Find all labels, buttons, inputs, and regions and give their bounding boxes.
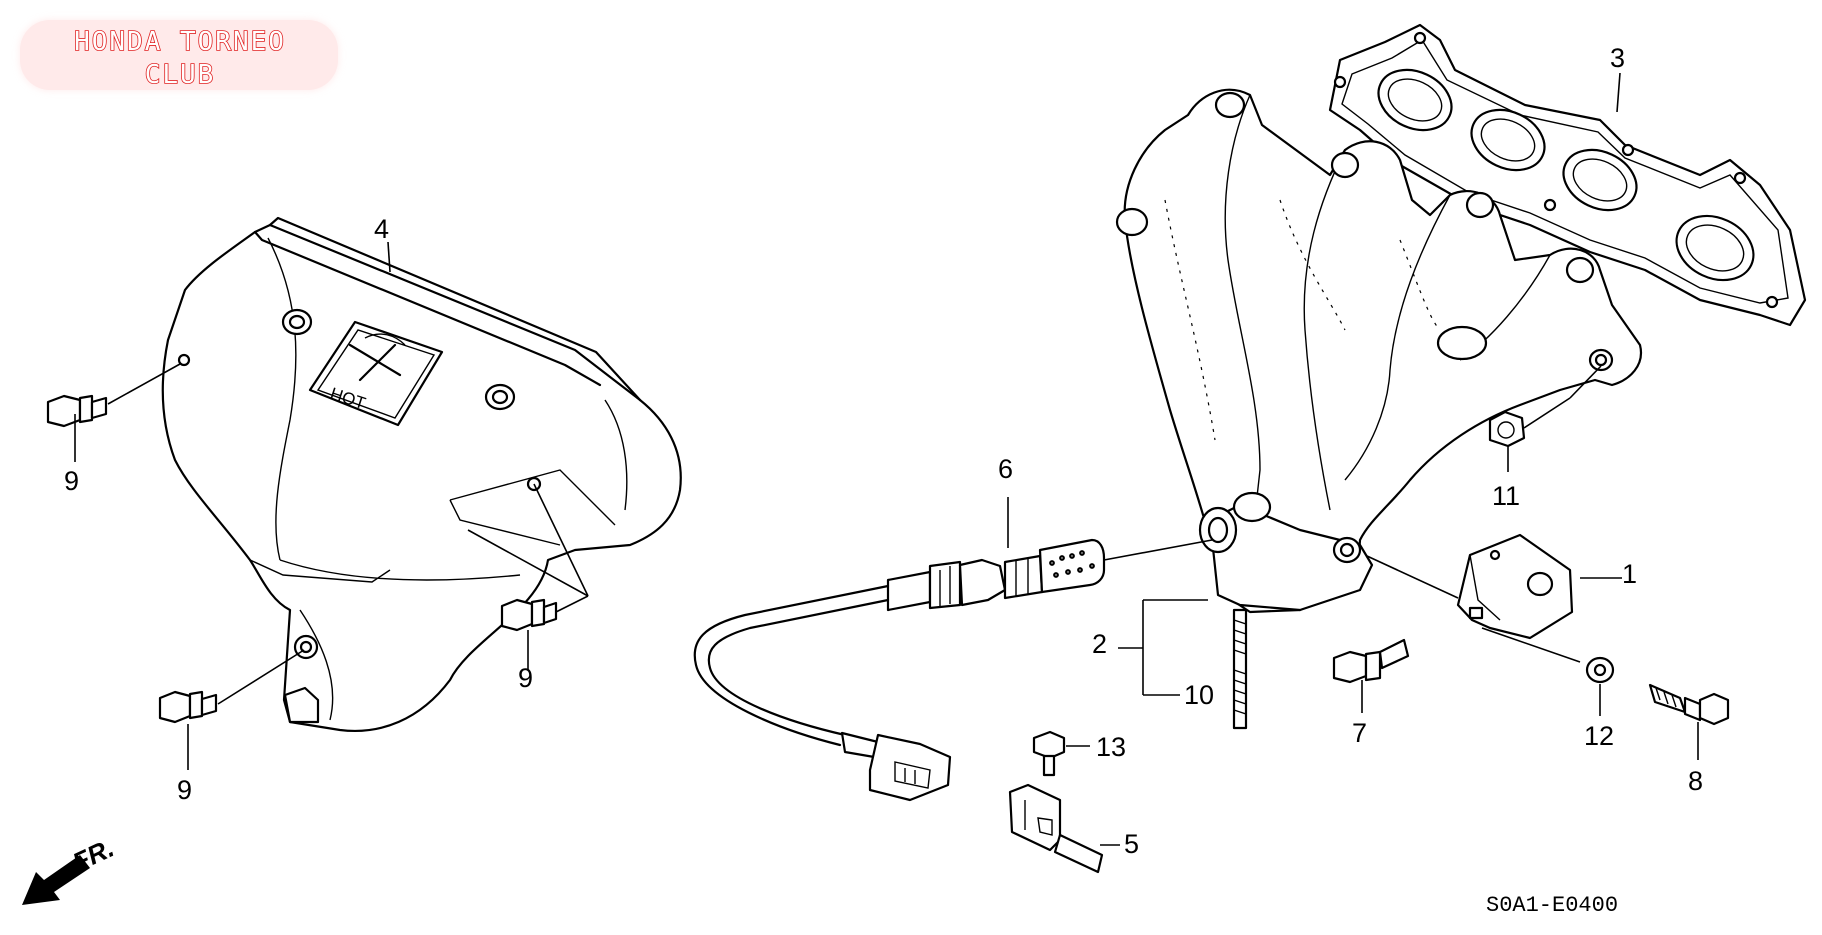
flange-bolt-7[interactable] <box>1332 638 1410 684</box>
flange-bolt-9a[interactable] <box>46 394 108 428</box>
bolt-13[interactable] <box>1032 730 1066 777</box>
callout-13[interactable]: 13 <box>1096 732 1126 762</box>
callout-5[interactable]: 5 <box>1124 829 1139 859</box>
callout-4[interactable]: 4 <box>374 214 389 244</box>
callout-2[interactable]: 2 <box>1092 629 1107 659</box>
bracket-5[interactable] <box>1008 783 1104 874</box>
callout-3[interactable]: 3 <box>1610 43 1625 73</box>
callout-7[interactable]: 7 <box>1352 718 1367 748</box>
self-locking-nut-11[interactable] <box>1488 410 1526 448</box>
callout-12[interactable]: 12 <box>1584 721 1614 751</box>
callout-9-top-left[interactable]: 9 <box>64 466 79 496</box>
flange-bolt-8[interactable] <box>1648 683 1730 726</box>
washer-12[interactable] <box>1585 656 1615 684</box>
exhaust-manifold-part[interactable] <box>1115 88 1643 730</box>
leader-lines <box>74 72 1699 846</box>
callout-1[interactable]: 1 <box>1622 559 1637 589</box>
front-direction-indicator: FR. <box>22 833 119 905</box>
logo-line-2: CLUB <box>145 60 216 90</box>
callout-8[interactable]: 8 <box>1688 766 1703 796</box>
callout-9-middle[interactable]: 9 <box>518 663 533 693</box>
club-logo: HONDA TORNEO CLUB <box>20 20 338 91</box>
callout-6[interactable]: 6 <box>998 454 1013 484</box>
flange-bolt-9b[interactable] <box>158 690 218 724</box>
callout-10[interactable]: 10 <box>1184 680 1214 710</box>
logo-line-1: HONDA TORNEO <box>74 27 286 57</box>
flange-bolt-9c[interactable] <box>500 598 558 632</box>
flange-stud[interactable] <box>1232 608 1248 730</box>
heat-shield-part[interactable]: HOT <box>161 216 682 732</box>
callout-11[interactable]: 11 <box>1492 481 1520 511</box>
support-bracket-part[interactable] <box>1456 533 1574 640</box>
callout-9-bottom-left[interactable]: 9 <box>177 775 192 805</box>
manifold-gasket-part[interactable] <box>1328 23 1807 327</box>
oxygen-sensor-part[interactable] <box>693 538 1106 802</box>
diagram-reference-code: S0A1-E0400 <box>1486 893 1618 918</box>
